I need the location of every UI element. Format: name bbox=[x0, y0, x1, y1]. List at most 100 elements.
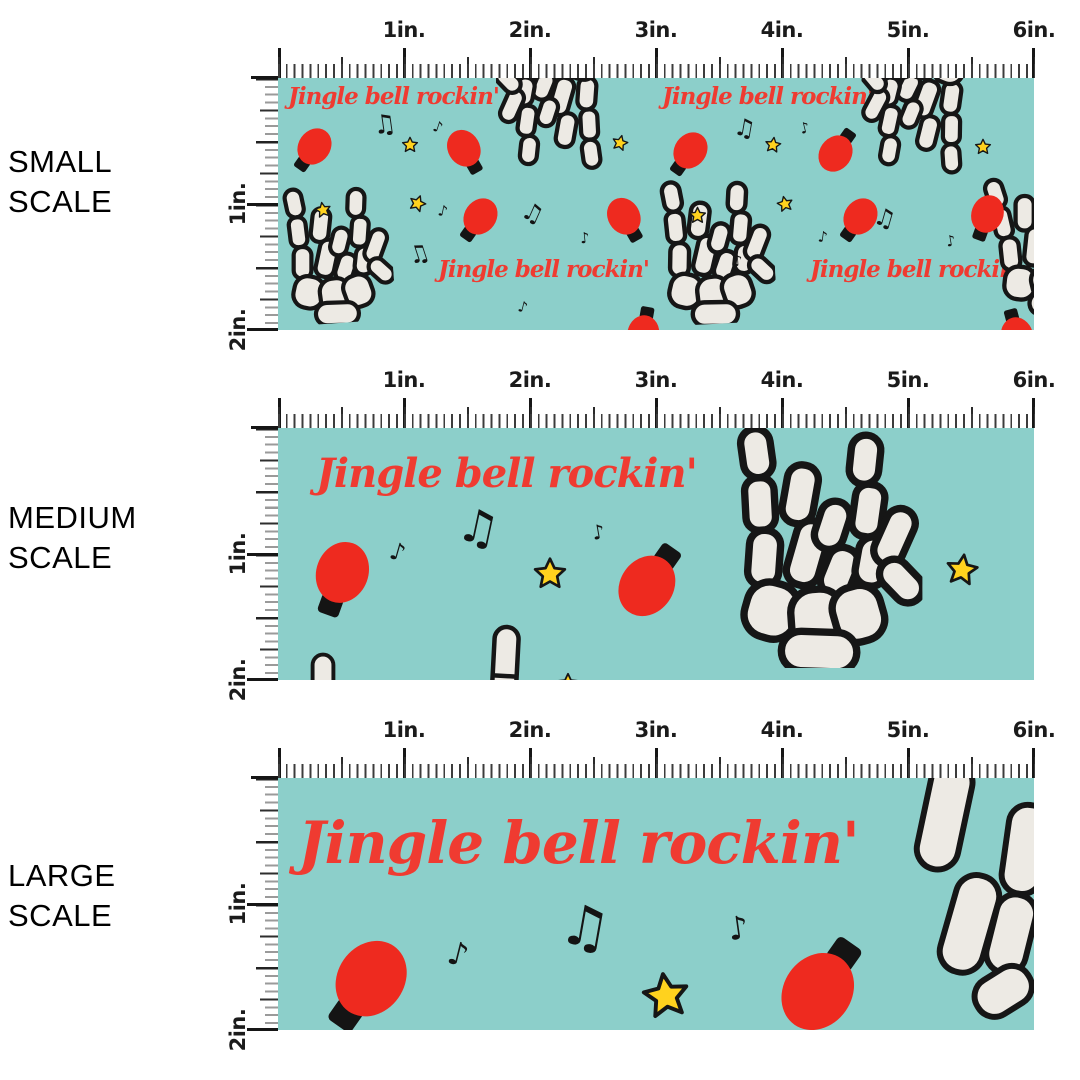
scale-row-small: SMALL SCALE 1in. 2in. 3in. 4in. 5in. 6in… bbox=[0, 14, 1080, 354]
ruler-label: 6in. bbox=[1012, 718, 1056, 742]
pattern-text: Jingle bell rockin' bbox=[662, 83, 874, 110]
music-note-icon: ♪ bbox=[516, 297, 530, 317]
music-note-icon: ♪ bbox=[816, 227, 829, 247]
ruler-label: 2in. bbox=[226, 1008, 250, 1052]
christmas-light-icon bbox=[297, 531, 384, 626]
ruler-label: 1in. bbox=[382, 368, 426, 392]
christmas-light-icon bbox=[754, 914, 893, 1030]
ruler-label: 1in. bbox=[226, 532, 250, 576]
skeleton-hand-icon bbox=[496, 78, 609, 176]
scale-label: LARGE SCALE bbox=[8, 856, 116, 936]
fabric-swatch: Jingle bell rockin' ♪ ♫ ♪ bbox=[278, 428, 1034, 680]
christmas-light-icon bbox=[300, 919, 433, 1030]
christmas-light-icon bbox=[448, 189, 508, 251]
inch-tick bbox=[247, 1028, 278, 1031]
ruler-label: 5in. bbox=[886, 718, 930, 742]
inch-tick bbox=[247, 678, 278, 681]
ruler-label: 1in. bbox=[226, 182, 250, 226]
corner-tick bbox=[251, 426, 278, 429]
christmas-light-icon bbox=[437, 121, 496, 183]
fabric-swatch: Jingle bell rockin' Jingle bell rockin' … bbox=[278, 78, 1034, 330]
skeleton-finger-bones-icon bbox=[896, 778, 1034, 1030]
inch-tick bbox=[247, 203, 278, 206]
ruler-label: 1in. bbox=[382, 18, 426, 42]
corner-tick bbox=[251, 776, 278, 779]
star-icon bbox=[609, 132, 631, 154]
star-icon bbox=[774, 193, 795, 214]
ruler-label: 2in. bbox=[226, 308, 250, 352]
ruler-label: 2in. bbox=[226, 658, 250, 702]
ruler-label: 5in. bbox=[886, 18, 930, 42]
fabric-swatch: Jingle bell rockin' ♪ ♫ ♪ bbox=[278, 778, 1034, 1030]
ruler-label: 1in. bbox=[226, 882, 250, 926]
music-note-icon: ♫ bbox=[731, 112, 758, 144]
star-icon bbox=[401, 136, 419, 154]
star-icon bbox=[556, 672, 580, 680]
scale-label: SMALL SCALE bbox=[8, 142, 112, 222]
inch-tick bbox=[247, 903, 278, 906]
ruler-label: 3in. bbox=[634, 18, 678, 42]
star-icon bbox=[974, 138, 992, 156]
star-icon bbox=[942, 550, 983, 591]
pattern-text: Jingle bell rockin' bbox=[298, 809, 860, 877]
skeleton-finger-icon bbox=[488, 623, 523, 680]
christmas-light-icon bbox=[601, 528, 701, 631]
ruler-label: 2in. bbox=[508, 18, 552, 42]
horizontal-ruler: 1in. 2in. 3in. 4in. 5in. 6in. bbox=[278, 714, 1056, 778]
vertical-ruler: 1in. 2in. bbox=[226, 776, 278, 1051]
star-icon bbox=[763, 135, 783, 155]
christmas-light-icon bbox=[282, 119, 342, 181]
horizontal-ruler: 1in. 2in. 3in. 4in. 5in. 6in. bbox=[278, 14, 1056, 78]
minor-ticks bbox=[278, 64, 1035, 78]
scale-label: MEDIUM SCALE bbox=[8, 498, 137, 578]
music-note-icon: ♪ bbox=[797, 118, 812, 138]
star-icon bbox=[688, 206, 707, 225]
scale-label-line: SCALE bbox=[8, 898, 113, 933]
swatch-large: 1in. 2in. 3in. 4in. 5in. 6in. bbox=[226, 714, 1068, 1051]
music-note-icon: ♪ bbox=[386, 536, 409, 568]
corner-tick bbox=[251, 76, 278, 79]
scale-label-line: MEDIUM bbox=[8, 500, 137, 535]
music-note-icon: ♪ bbox=[443, 933, 473, 975]
pattern-text: Jingle bell rockin' bbox=[288, 83, 500, 110]
music-note-icon: ♫ bbox=[371, 108, 399, 142]
music-note-icon: ♫ bbox=[404, 237, 434, 271]
inch-tick bbox=[247, 553, 278, 556]
ruler-label: 6in. bbox=[1012, 18, 1056, 42]
music-note-icon: ♪ bbox=[944, 231, 957, 251]
skeleton-hand-icon bbox=[278, 169, 397, 330]
music-note-icon: ♪ bbox=[430, 116, 446, 138]
star-icon bbox=[637, 967, 696, 1026]
star-icon bbox=[313, 200, 334, 221]
skeleton-hand-icon bbox=[710, 428, 938, 668]
ruler-label: 5in. bbox=[886, 368, 930, 392]
swatch-small: 1in. 2in. 3in. 4in. 5in. 6in. bbox=[226, 14, 1068, 351]
pattern-text: Jingle bell rockin' bbox=[810, 256, 1022, 283]
music-note-icon: ♪ bbox=[590, 519, 607, 545]
music-note-icon: ♫ bbox=[517, 195, 549, 231]
ruler-label: 2in. bbox=[508, 368, 552, 392]
star-icon bbox=[405, 191, 429, 215]
christmas-light-icon bbox=[597, 189, 656, 251]
skeleton-hand-icon bbox=[652, 163, 779, 330]
scale-label-line: LARGE bbox=[8, 858, 116, 893]
music-note-icon: ♫ bbox=[554, 891, 616, 964]
music-note-icon: ♪ bbox=[436, 201, 450, 221]
ruler-label: 6in. bbox=[1012, 368, 1056, 392]
ruler-label: 4in. bbox=[760, 718, 804, 742]
scale-label-line: SCALE bbox=[8, 184, 113, 219]
swatch-medium: 1in. 2in. 3in. 4in. 5in. 6in. bbox=[226, 364, 1068, 701]
horizontal-ruler: 1in. 2in. 3in. 4in. 5in. 6in. bbox=[278, 364, 1056, 428]
scale-label-line: SCALE bbox=[8, 540, 113, 575]
music-note-icon: ♫ bbox=[452, 496, 505, 558]
music-note-icon: ♫ bbox=[870, 201, 899, 235]
minor-ticks bbox=[278, 414, 1035, 428]
scale-label-line: SMALL bbox=[8, 144, 113, 179]
vertical-ruler: 1in. 2in. bbox=[226, 76, 278, 351]
ruler-label: 3in. bbox=[634, 718, 678, 742]
ruler-label: 4in. bbox=[760, 368, 804, 392]
pattern-text: Jingle bell rockin' bbox=[438, 256, 650, 283]
skeleton-finger-icon bbox=[310, 652, 336, 680]
pattern-text: Jingle bell rockin' bbox=[316, 450, 698, 497]
